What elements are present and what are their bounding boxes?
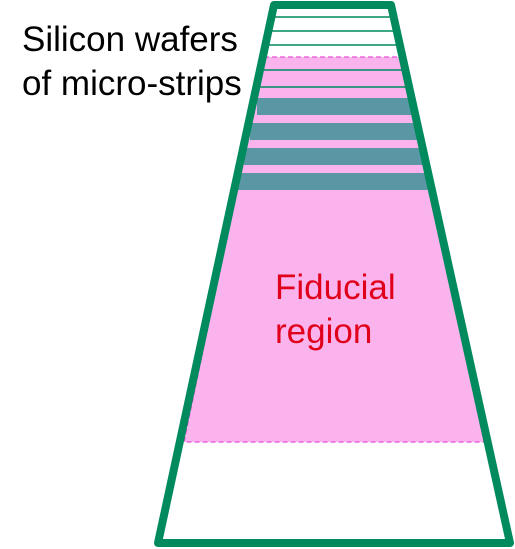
silicon-wafers-label-line1: Silicon wafers <box>22 20 238 59</box>
fiducial-label-line2: region <box>275 312 373 351</box>
fiducial-region <box>183 56 485 443</box>
wafer-strip <box>257 98 411 115</box>
highlighted-wafer-strips <box>237 98 430 190</box>
wafer-strip <box>237 173 430 190</box>
wafer-lines <box>260 16 407 88</box>
silicon-wafers-label-line2: of micro-strips <box>22 64 242 103</box>
silicon-wafers-label: Silicon wafers of micro-strips <box>22 18 242 106</box>
fiducial-region-label: Fiducial region <box>275 266 396 354</box>
wafer-strip <box>244 148 423 165</box>
fiducial-label-line1: Fiducial <box>275 268 396 307</box>
wafer-strip <box>250 123 417 140</box>
